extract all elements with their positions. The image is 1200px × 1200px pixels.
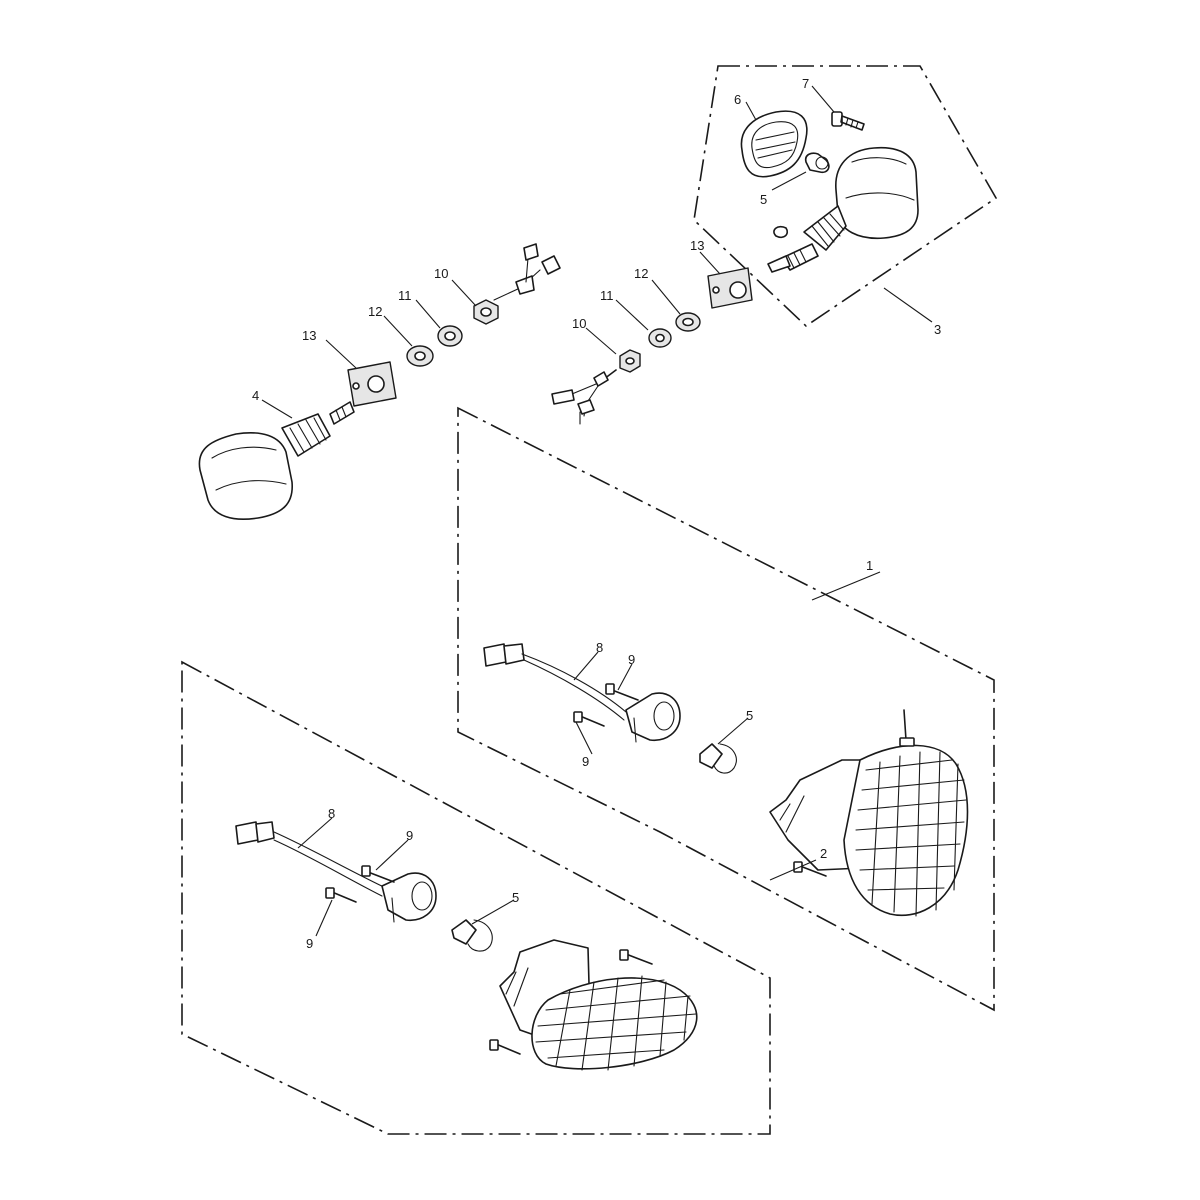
wires-right [551, 369, 617, 425]
assembly-3-boundary [693, 65, 998, 328]
screw-9-mid-a [605, 683, 639, 701]
callout-11-left: 11 [398, 288, 412, 303]
nut-10-right [619, 349, 641, 373]
callout-9-low-b: 9 [306, 936, 313, 951]
socket-mid [625, 692, 681, 743]
indicator-body-3 [767, 146, 919, 273]
callout-13-right: 13 [690, 238, 704, 253]
callout-12-right: 12 [634, 266, 648, 281]
callout-13-left: 13 [302, 328, 316, 343]
nut-10-left [473, 299, 499, 325]
callout-1: 1 [866, 558, 873, 573]
callout-5-low: 5 [512, 890, 519, 905]
harness-8-low [235, 821, 387, 897]
bulb-5-mid [699, 743, 737, 774]
washer-12-right [675, 312, 701, 332]
washer-11-right [648, 328, 672, 348]
callout-9-mid-b: 9 [582, 754, 589, 769]
bulb-5-low [451, 919, 493, 952]
screw-mid-top [899, 709, 915, 747]
lens-mesh-2 [535, 975, 697, 1071]
assembly-2-boundary [181, 660, 771, 1135]
callout-3: 3 [934, 322, 941, 337]
washer-12-left [406, 345, 434, 367]
bulb-5-top [804, 152, 830, 174]
wires-left [493, 243, 561, 301]
screw-9-mid-b [573, 711, 605, 727]
socket-low [381, 872, 437, 923]
callout-11-right: 11 [600, 288, 614, 303]
mount-plate-13-right [707, 267, 753, 309]
lamp-body-1 [769, 744, 969, 917]
callout-8-mid: 8 [596, 640, 603, 655]
callout-6: 6 [734, 92, 741, 107]
harness-8-mid [483, 643, 627, 721]
callout-9-mid-a: 9 [628, 652, 635, 667]
screw-mid-bottom [793, 861, 827, 877]
callout-5-top: 5 [760, 192, 767, 207]
screw-9-low-b [325, 887, 357, 903]
lamp-body-2 [499, 939, 698, 1071]
callout-2: 2 [820, 846, 827, 861]
callout-9-low-a: 9 [406, 828, 413, 843]
washer-11-left [437, 325, 463, 347]
callout-4: 4 [252, 388, 259, 403]
lens-mesh-1 [855, 751, 967, 917]
assembly-1-boundary [457, 406, 995, 1012]
screw-9-low-a [361, 865, 395, 883]
callout-10-left: 10 [434, 266, 448, 281]
screw-7 [831, 111, 865, 131]
leader-lines [261, 85, 933, 937]
callout-7: 7 [802, 76, 809, 91]
callout-10-right: 10 [572, 316, 586, 331]
indicator-body-4 [198, 401, 355, 520]
lens-gasket-6 [740, 110, 808, 178]
mount-plate-13-left [347, 361, 397, 407]
callout-8-low: 8 [328, 806, 335, 821]
callout-12-left: 12 [368, 304, 382, 319]
screw-low-top [619, 949, 653, 965]
callout-5-mid: 5 [746, 708, 753, 723]
callout-numbers: 1 2 3 4 5 5 5 6 7 8 8 9 9 9 9 10 10 11 1… [252, 76, 941, 951]
screw-low-bottom [489, 1039, 521, 1055]
